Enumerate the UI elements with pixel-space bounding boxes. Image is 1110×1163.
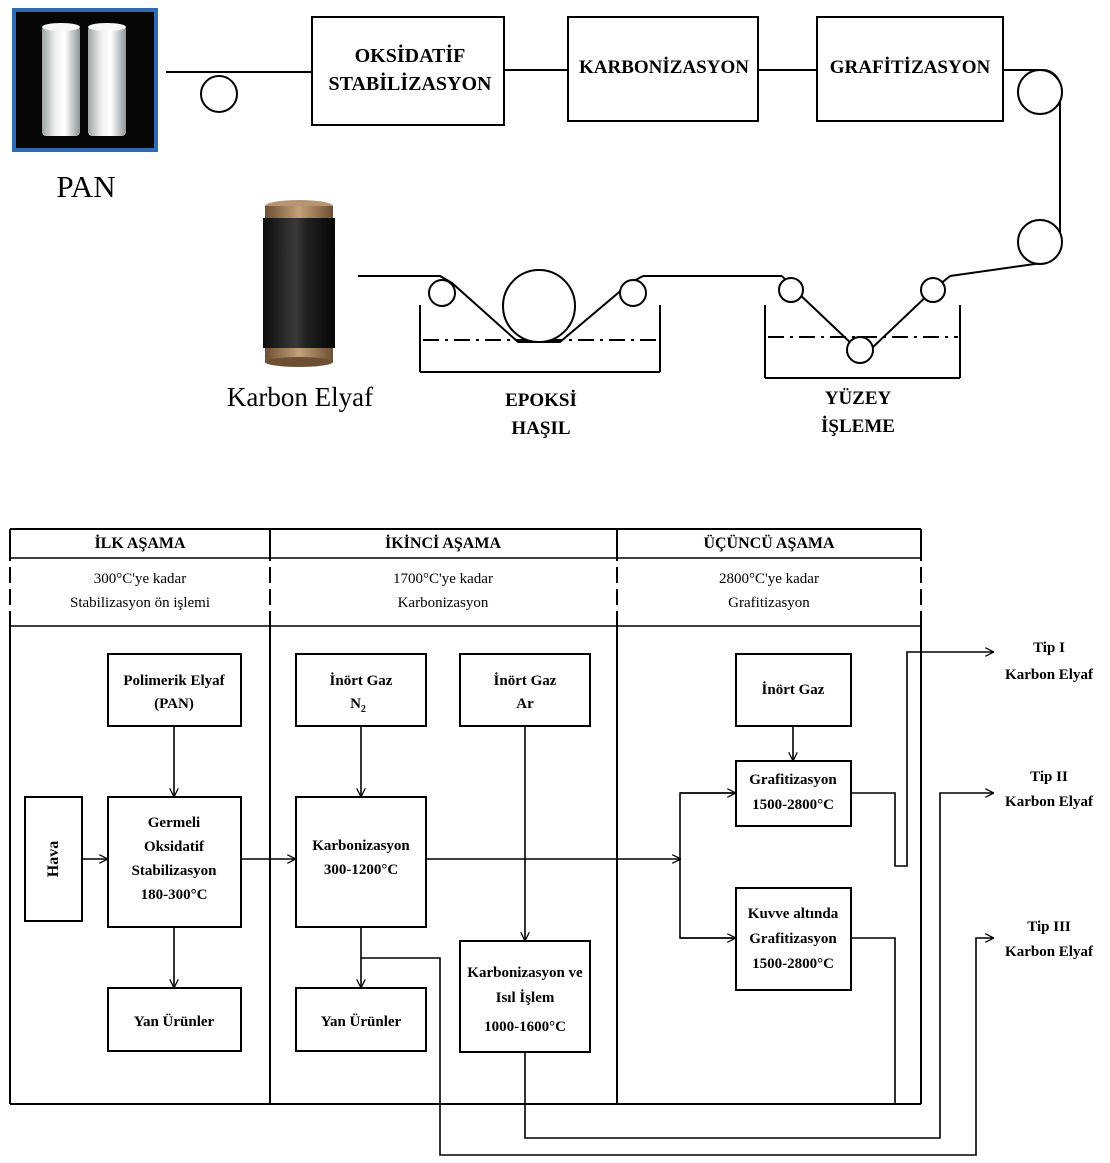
tip-2-line2: Karbon Elyaf [1005, 794, 1094, 810]
n2-subscript: 2 [361, 704, 366, 715]
inort-n2-line1: İnört Gaz [330, 672, 393, 689]
polimerik-line2: (PAN) [154, 696, 194, 712]
yan-urunler-label-2: Yan Ürünler [321, 1013, 402, 1030]
stage-sub-2a: 1700°C'ye kadar [393, 571, 493, 587]
epoksi-label-1: EPOKSİ [505, 390, 577, 411]
grafitizasyon-flow-line2: 1500-2800°C [752, 797, 834, 813]
hava-label: Hava [45, 841, 62, 877]
stage-sub-1a: 300°C'ye kadar [94, 571, 186, 587]
epoksi-hasil-bath [358, 270, 660, 372]
tip-2-line1: Tip II [1030, 769, 1068, 785]
yuzey-label-2: İŞLEME [821, 416, 895, 437]
guide-roller [201, 76, 237, 112]
karb-isil-line3: 1000-1600°C [484, 1019, 566, 1035]
yan-urunler-label-1: Yan Ürünler [134, 1013, 215, 1030]
pan-spools-image [12, 8, 158, 152]
yuzey-label-1: YÜZEY [825, 388, 892, 409]
grafitizasyon-label: GRAFİTİZASYON [830, 57, 991, 78]
karbonizasyon-label: KARBONİZASYON [579, 57, 749, 78]
karbonizasyon-flow-line1: Karbonizasyon [312, 838, 410, 854]
oksidatif-stabilizasyon-box [312, 17, 504, 125]
stage-sub-3b: Grafitizasyon [728, 595, 810, 611]
inort-gaz-n2-box [296, 654, 426, 726]
stage-sub-3a: 2800°C'ye kadar [719, 571, 819, 587]
carbon-fiber-label: Karbon Elyaf [227, 382, 373, 412]
tip-3-line2: Karbon Elyaf [1005, 944, 1094, 960]
stage-header-3: ÜÇÜNCÜ AŞAMA [703, 534, 835, 552]
inort-ar-line2: Ar [516, 696, 534, 712]
inort-gaz-label: İnört Gaz [762, 681, 825, 698]
oksidatif-line2: STABİLİZASYON [328, 71, 492, 95]
polimerik-elyaf-box [108, 654, 241, 726]
kuvve-line2: Grafitizasyon [749, 931, 837, 947]
germeli-line2: Oksidatif [144, 839, 205, 855]
n2-symbol: N [350, 696, 361, 712]
pan-label: PAN [56, 169, 115, 204]
grafitizasyon-flow-box [736, 761, 851, 826]
top-process: PAN Karbon Elyaf OKSİDATİF STABİLİZASYON… [12, 8, 1062, 439]
karb-isil-line2: Isıl İşlem [496, 989, 555, 1006]
tip-3-line1: Tip III [1027, 919, 1071, 935]
germeli-line4: 180-300°C [141, 887, 208, 903]
loop-roller-top [1018, 70, 1062, 114]
epoksi-label-2: HAŞIL [511, 418, 570, 439]
yuzey-isleme-bath [765, 276, 960, 378]
kuvve-line1: Kuvve altında [748, 906, 839, 922]
inort-gaz-ar-box [460, 654, 590, 726]
kuvve-line3: 1500-2800°C [752, 956, 834, 972]
grafitizasyon-flow-line1: Grafitizasyon [749, 772, 837, 788]
germeli-line3: Stabilizasyon [131, 863, 217, 879]
loop-roller-bottom [1018, 220, 1062, 264]
stage-sub-1b: Stabilizasyon ön işlemi [70, 595, 210, 611]
stage-sub-2b: Karbonizasyon [398, 595, 489, 611]
inort-ar-line1: İnört Gaz [494, 672, 557, 689]
germeli-line1: Germeli [148, 815, 200, 831]
oksidatif-line1: OKSİDATİF [355, 43, 466, 67]
karbonizasyon-flow-line2: 300-1200°C [324, 862, 398, 878]
karb-isil-line1: Karbonizasyon ve [467, 965, 583, 981]
tip-1-line1: Tip I [1033, 640, 1065, 656]
stage-header-1: İLK AŞAMA [94, 533, 186, 552]
stage-header-2: İKİNCİ AŞAMA [385, 533, 501, 552]
polimerik-line1: Polimerik Elyaf [123, 673, 225, 689]
carbon-spool-image [263, 200, 335, 367]
tip-1-line2: Karbon Elyaf [1005, 667, 1094, 683]
